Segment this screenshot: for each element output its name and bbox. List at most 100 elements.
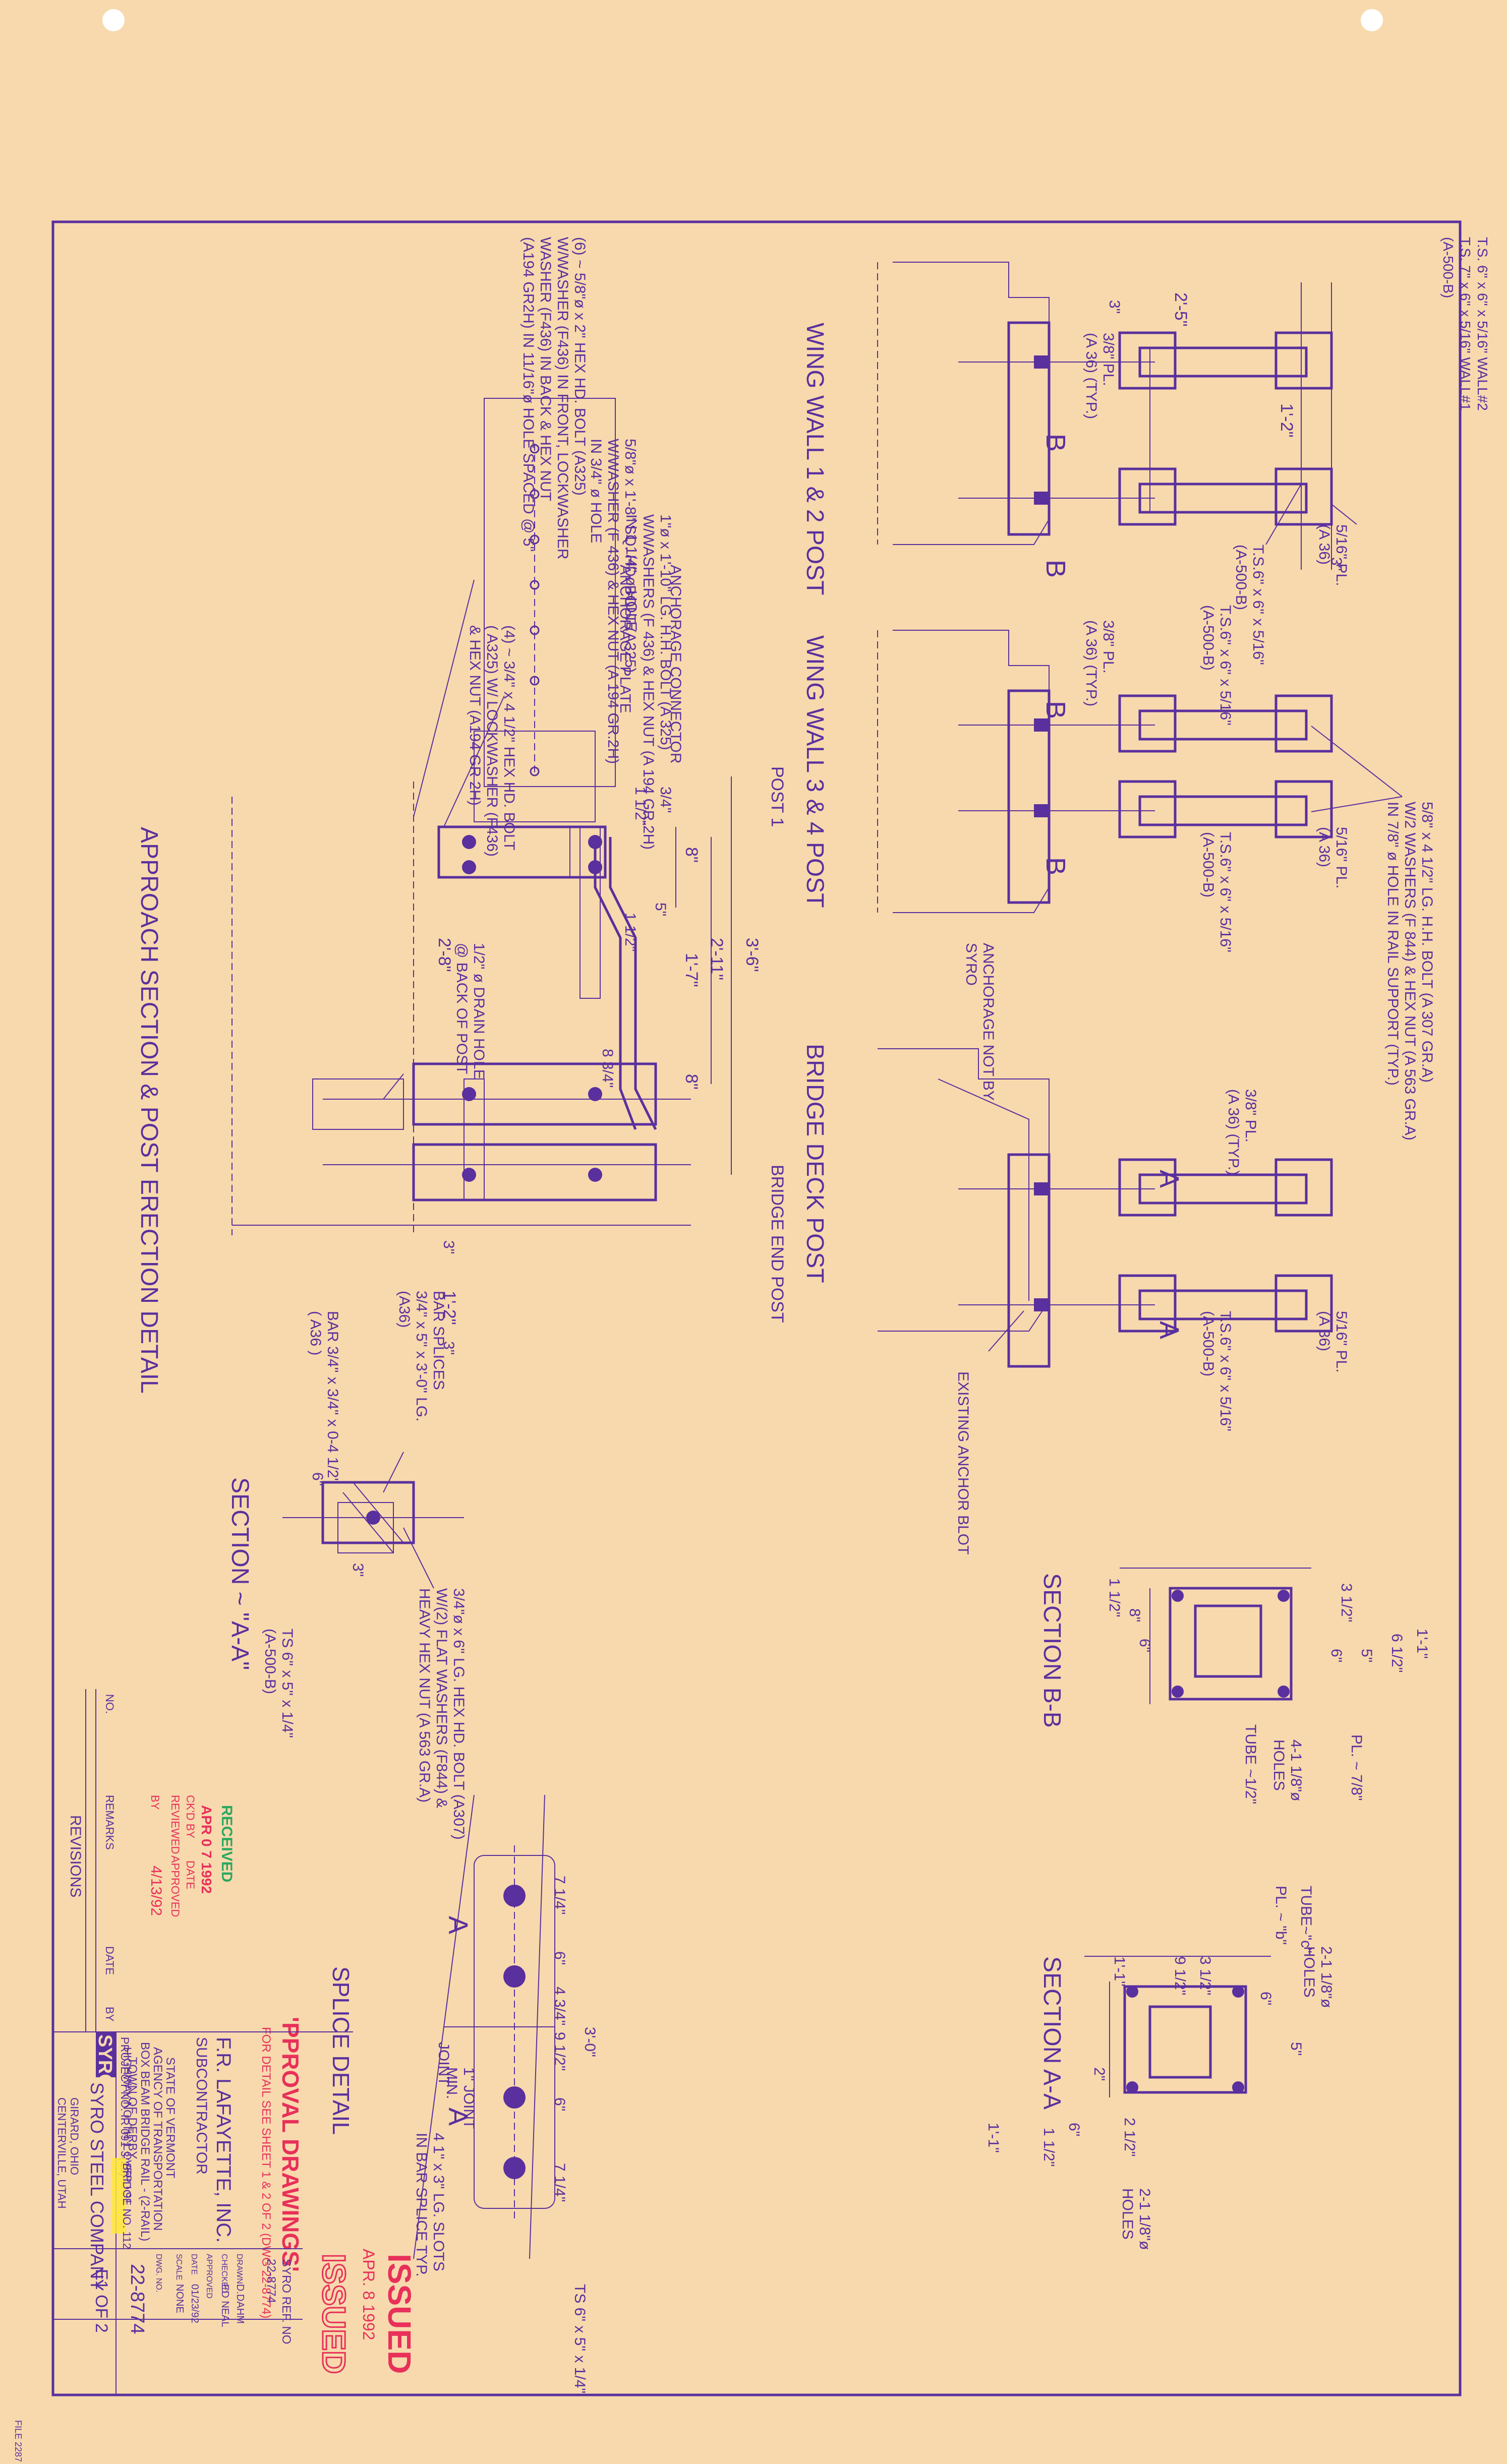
svg-text:T.S.6" x 6" x 5/16": T.S.6" x 6" x 5/16" [1217,605,1234,726]
svg-text:3": 3" [1106,300,1123,314]
svg-text:SYRO: SYRO [963,943,979,986]
approach-section: POST 1 BRIDGE END POST 3'-6" 2'-11" 1'-7… [136,237,787,1394]
svg-text:6 1/2": 6 1/2" [1388,1634,1405,1672]
svg-text:5/16" PL.: 5/16" PL. [1333,1311,1350,1372]
svg-text:PL. ~ 7/8": PL. ~ 7/8" [1348,1734,1365,1801]
svg-text:BOX BEAM BRIDGE RAIL - (2-RAIL: BOX BEAM BRIDGE RAIL - (2-RAIL) [138,2042,152,2241]
svg-text:W/WASHERS (F 436) & HEX NUT (A: W/WASHERS (F 436) & HEX NUT (A 194 GR.2H… [640,514,657,850]
svg-text:REVISIONS: REVISIONS [67,1815,84,1897]
svg-text:3": 3" [440,1341,457,1355]
svg-text:EXISTING ANCHOR BLOT: EXISTING ANCHOR BLOT [955,1371,971,1554]
svg-text:1'-2": 1'-2" [1277,403,1296,438]
svg-text:TUBE ~1/2": TUBE ~1/2" [1242,1724,1259,1804]
svg-text:HOLES: HOLES [1119,2188,1136,2240]
svg-text:2'-8": 2'-8" [435,938,454,972]
svg-text:5/8"ø x 1'-8" SQ. HD. BOLT (A3: 5/8"ø x 1'-8" SQ. HD. BOLT (A325) [622,439,639,673]
svg-text:3'-6": 3'-6" [742,938,762,972]
svg-text:B: B [1040,857,1071,875]
svg-text:POST 1: POST 1 [768,766,787,827]
svg-text:01/23/92: 01/23/92 [189,2284,200,2323]
svg-text:PL. ~ "b": PL. ~ "b" [1272,1886,1289,1945]
svg-text:(6) ~ 5/8"ø x 2" HEX HD. BOLT: (6) ~ 5/8"ø x 2" HEX HD. BOLT (A325) [571,237,588,496]
svg-text:A: A [1154,1170,1184,1188]
svg-text:3/4"ø x 6" LG. HEX HD. BOLT (A: 3/4"ø x 6" LG. HEX HD. BOLT (A307) [450,1588,467,1840]
svg-text:DATE: DATE [184,1860,197,1889]
splice-detail: 7 1/4" 6" 4 3/4" 9 1/2" 6" 7 1/4" 3'-0" … [328,1794,598,2393]
svg-text:W/WASHER (F 436) & HEX NUT (A: W/WASHER (F 436) & HEX NUT (A 194 GR.2H) [605,439,621,764]
svg-text:WASHER (F436) IN BACK & HEX NU: WASHER (F436) IN BACK & HEX NUT [537,237,554,501]
svg-text:MIN.: MIN. [443,2067,460,2099]
svg-text:5": 5" [1358,1649,1375,1662]
section-aa-small-title: SECTION ~ "A-A" [226,1477,253,1670]
svg-text:@ BACK OF POST: @ BACK OF POST [453,943,470,1074]
section-bb-title: SECTION B-B [1038,1573,1065,1728]
svg-text:CENTERVILLE, UTAH: CENTERVILLE, UTAH [55,2097,68,2208]
svg-text:ISSUED: ISSUED [381,2254,418,2374]
svg-text:CHECKED: CHECKED [220,2254,228,2293]
svg-text:ANCHORAGE NOT BY: ANCHORAGE NOT BY [980,943,997,1101]
svg-text:T.S.6" x 6" x 5/16": T.S.6" x 6" x 5/16" [1217,832,1234,952]
svg-text:22-8774: 22-8774 [264,2259,278,2303]
svg-text:3/4" x 5" x 3'-0" LG.: 3/4" x 5" x 3'-0" LG. [413,1291,430,1421]
svg-text:3 1/2": 3 1/2" [1197,1956,1213,1995]
punch-hole [1361,9,1383,31]
svg-text:3'-0": 3'-0" [582,2027,598,2057]
svg-text:(A-500-B): (A-500-B) [1200,1311,1216,1376]
svg-text:D.DAHM: D.DAHM [235,2284,246,2324]
svg-text:9 1/2": 9 1/2" [551,2032,568,2071]
svg-text:BAR 3/4" x 3/4" x 0-4 1/2": BAR 3/4" x 3/4" x 0-4 1/2" [324,1311,341,1483]
svg-text:3 1/2": 3 1/2" [1338,1583,1355,1622]
svg-text:REMARKS: REMARKS [103,1795,116,1850]
received-stamp: RECEIVED APR 0 7 1992 CK'D BY DATE REVIE… [148,1795,235,1917]
bridge-deck-post: A A 3/8" PL. (A 36) (TYP.) 5/16" PL. (A … [801,1044,1350,1554]
wall-tube-note: T.S. 6" x 6" x 5/16" WALL#2 T.S. 7" x 6"… [1440,237,1490,411]
svg-text:8 3/4": 8 3/4" [599,1049,616,1088]
svg-text:& HEX NUT (A194 GR 2H): & HEX NUT (A194 GR 2H) [467,625,483,806]
svg-text:FOR DETAIL SEE SHEET 1 & 2 OF: FOR DETAIL SEE SHEET 1 & 2 OF 2 (DWG 22-… [259,2027,273,2318]
svg-text:3": 3" [350,1563,366,1577]
svg-text:1" JOINT: 1" JOINT [460,2067,477,2129]
issued-stamp: ISSUED APR. 8 1992 ISSUED [315,2249,418,2375]
svg-text:ED NEAL: ED NEAL [219,2284,230,2327]
svg-text:A: A [443,2108,473,2126]
svg-text:W/2 WASHERS (F 844) & HEX NUT: W/2 WASHERS (F 844) & HEX NUT (A 563 GR.… [1402,802,1418,1140]
svg-text:4 1" x 3" LG. SLOTS: 4 1" x 3" LG. SLOTS [430,2133,447,2271]
svg-text:7 1/4": 7 1/4" [551,1876,568,1914]
svg-text:ISSUED: ISSUED [316,2254,352,2374]
svg-text:E1 OF 2: E1 OF 2 [92,2269,111,2333]
approach-title: APPROACH SECTION & POST ERECTION DETAIL [136,827,162,1394]
svg-text:3/8" PL.: 3/8" PL. [1100,333,1117,386]
svg-text:B: B [1040,560,1071,578]
svg-text:A: A [1154,1321,1184,1339]
svg-text:3/8" PL.: 3/8" PL. [1100,620,1117,674]
punch-hole [102,9,125,31]
svg-text:(A 36) (TYP.): (A 36) (TYP.) [1083,620,1099,706]
svg-text:6": 6" [1136,1639,1153,1652]
svg-text:CK'D BY: CK'D BY [184,1795,197,1838]
svg-text:DWG. NO.: DWG. NO. [154,2254,163,2292]
svg-text:ANCHORAGE CONNECTOR: ANCHORAGE CONNECTOR [667,565,684,763]
svg-text:( A325) W/ LOCKWASHER (F436): ( A325) W/ LOCKWASHER (F436) [484,625,500,857]
svg-text:T.S. 6" x 6" x 5/16" WALL#2: T.S. 6" x 6" x 5/16" WALL#2 [1475,237,1490,411]
svg-text:DATE: DATE [190,2254,198,2274]
svg-text:HOLES: HOLES [1301,1946,1317,1998]
section-bb: 1'-1" 6 1/2" 5" 6" 3 1/2" 1 1/2" 8" 6" P… [1038,1568,1430,1804]
svg-text:3": 3" [1328,557,1345,571]
section-aa-title: SECTION A-A [1038,1956,1065,2110]
svg-text:RECEIVED: RECEIVED [218,1805,235,1882]
svg-text:HEAVY HEX NUT (A 563 GR.A): HEAVY HEX NUT (A 563 GR.A) [416,1588,433,1802]
svg-text:1 1/2": 1 1/2" [632,787,649,825]
wing-wall-1-2-title: WING WALL 1 & 2 POST [801,323,828,595]
svg-text:(A36): (A36) [396,1291,413,1328]
svg-text:3/4": 3/4" [657,787,674,813]
svg-text:5": 5" [652,903,669,916]
svg-text:(A-500-B): (A-500-B) [1200,832,1216,897]
section-aa-small: 6" 3" BAR SPLICES 3/4" x 5" x 3'-0" LG. … [226,1291,467,1840]
svg-text:APR. 8 1992: APR. 8 1992 [360,2249,378,2340]
section-aa: 5" 6" 3 1/2" 9 1/2" 1'-1" 2" 2 1/2" 6" 1… [985,1886,1335,2250]
approval-stamp: 'PPROVAL DRAWINGS' FOR DETAIL SEE SHEET … [259,2017,304,2318]
svg-text:B: B [1040,701,1071,719]
svg-text:3": 3" [440,1240,457,1254]
svg-text:T.S.6" x 6" x 5/16": T.S.6" x 6" x 5/16" [1217,1311,1234,1431]
